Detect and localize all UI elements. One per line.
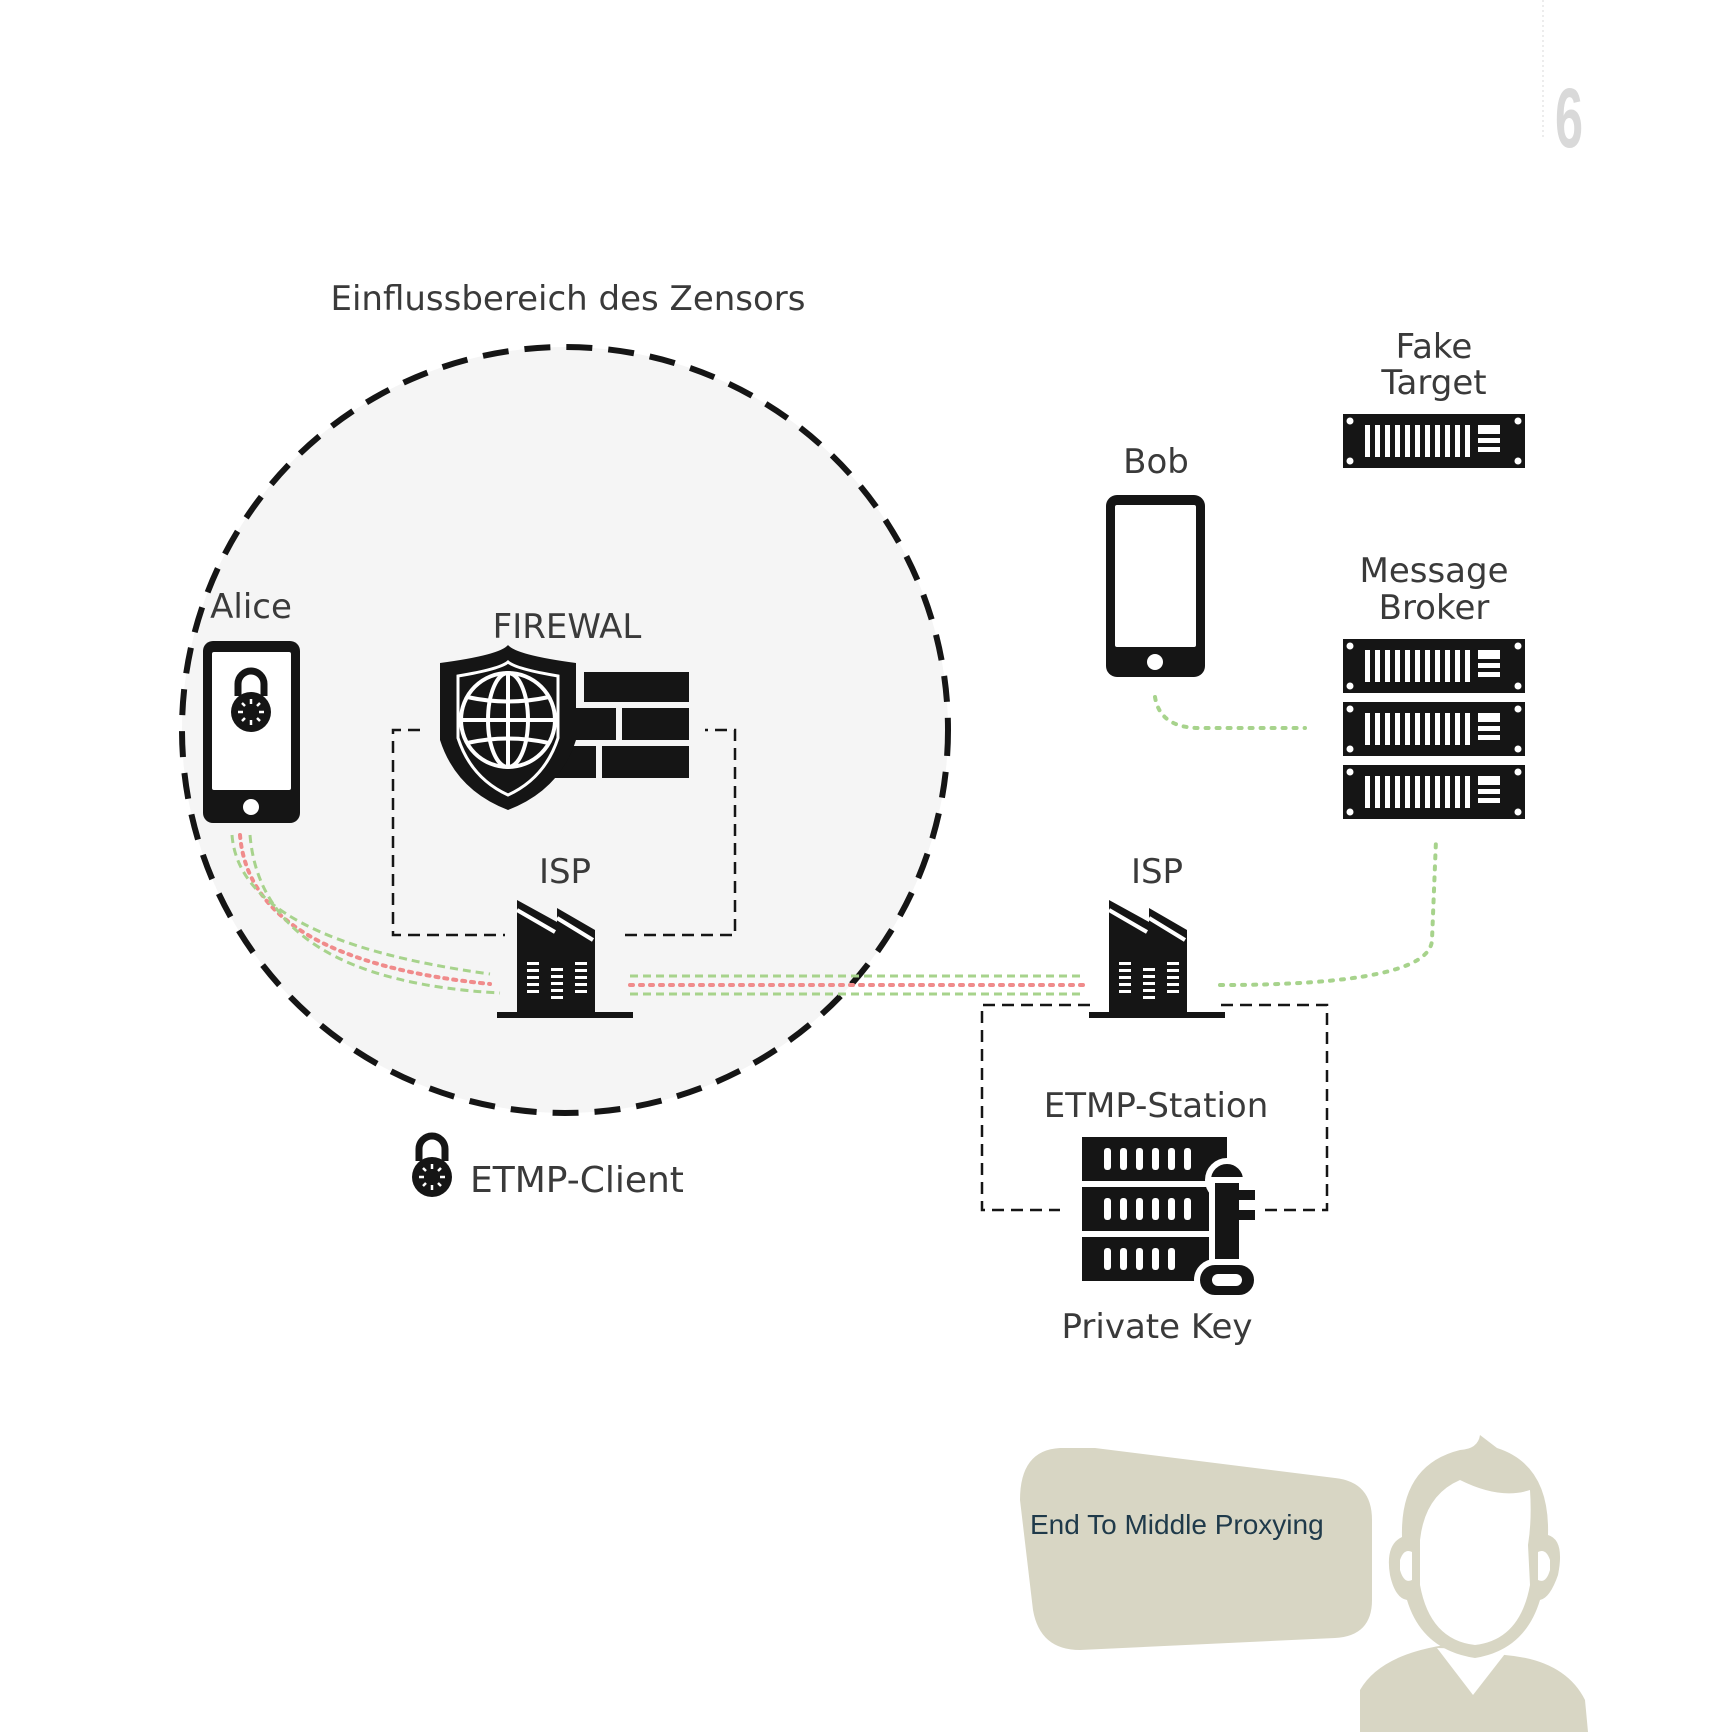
firewall-shield-icon <box>440 645 689 810</box>
station-label: ETMP-Station <box>1044 1086 1269 1126</box>
isp-right-factory-icon <box>1087 898 1227 1020</box>
broker-label-1: Message <box>1359 551 1508 591</box>
connection-paths <box>230 695 1438 996</box>
message-broker-server-icon <box>1343 639 1525 819</box>
broker-label-2: Broker <box>1379 588 1490 628</box>
fake-target-label-2: Target <box>1380 363 1486 403</box>
firewall-isp-box <box>391 728 737 937</box>
key-icon <box>1194 1158 1260 1301</box>
station-box <box>980 1003 1329 1212</box>
bob-label: Bob <box>1123 442 1189 482</box>
etmp-station-server-icon <box>1082 1137 1227 1281</box>
bubble-text: End To Middle Proxying <box>1030 1509 1324 1540</box>
legend-client-label: ETMP-Client <box>470 1160 684 1201</box>
alice-label: Alice <box>210 587 292 627</box>
private-key-label: Private Key <box>1062 1307 1253 1347</box>
isp-left-label: ISP <box>539 852 591 892</box>
page-number: 6 <box>1554 71 1584 165</box>
isp-right-label: ISP <box>1131 852 1183 892</box>
speech-bubble <box>1020 1448 1372 1650</box>
user-avatar-icon <box>1360 1435 1588 1732</box>
fake-target-label-1: Fake <box>1396 327 1473 367</box>
zone-label: Einflussbereich des Zensors <box>330 279 805 319</box>
bob-phone-icon <box>1106 495 1205 677</box>
legend-padlock-icon <box>412 1136 452 1197</box>
fake-target-server-icon <box>1343 414 1525 468</box>
firewall-label: FIREWAL <box>493 607 642 647</box>
